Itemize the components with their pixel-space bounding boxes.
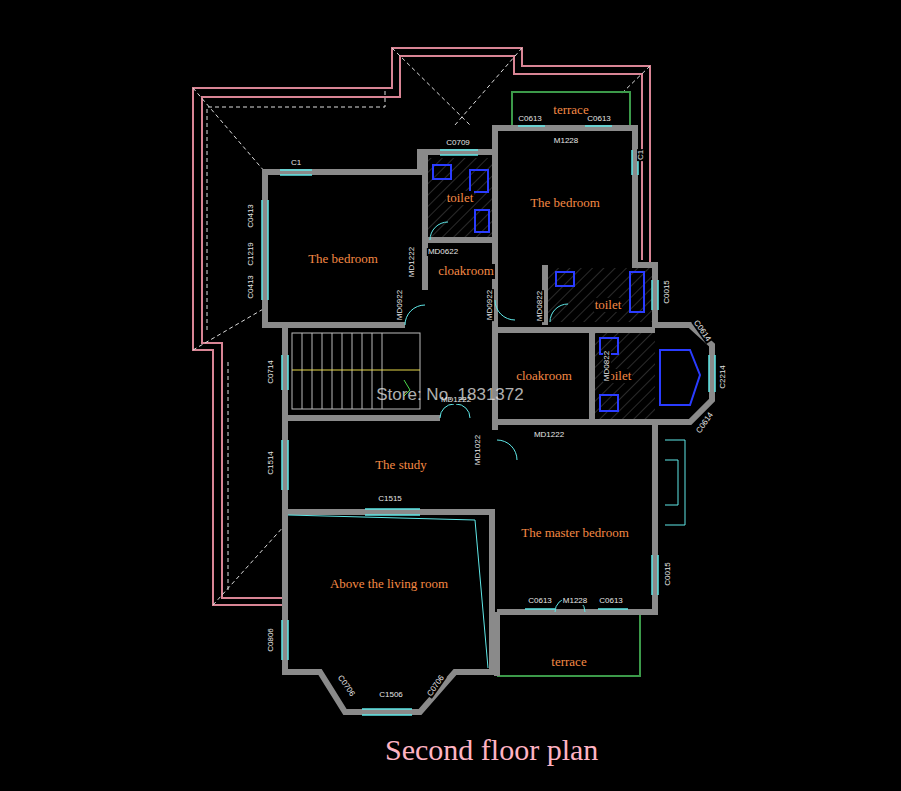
roof-outline <box>193 48 650 605</box>
opening-code: C1515 <box>377 495 403 503</box>
opening-code: C2214 <box>719 364 727 390</box>
room: toilet <box>548 268 652 322</box>
room: The master bedroom <box>498 425 652 609</box>
room-name: cloakroom <box>437 264 495 278</box>
opening-code: C0413 <box>247 274 255 300</box>
opening-code: C1506 <box>378 691 404 699</box>
roof-ridge <box>193 48 650 605</box>
room-name: toilet <box>446 191 475 205</box>
room-name: Above the living room <box>329 577 449 591</box>
opening-code: MD1222 <box>408 246 416 278</box>
opening-code: C0706 <box>335 673 356 699</box>
opening-code: C0015 <box>664 561 672 587</box>
room-name: terrace <box>550 655 587 669</box>
opening-code: MD0922 <box>486 289 494 321</box>
room: toilet <box>428 158 492 238</box>
room: cloakroom <box>498 333 590 419</box>
terrace-rail <box>497 92 640 676</box>
opening-code: C1 <box>290 159 302 167</box>
plan-title: Second floor plan <box>385 733 598 767</box>
opening-code: M1228 <box>562 597 588 605</box>
opening-code: MD0622 <box>427 248 459 256</box>
room: terrace <box>500 615 638 673</box>
opening-code: C1219 <box>247 241 255 267</box>
room: Above the living room <box>290 518 488 670</box>
opening-code: C0413 <box>247 203 255 229</box>
opening-code: C1514 <box>267 450 275 476</box>
fixtures <box>433 165 700 411</box>
opening-code: C0709 <box>445 139 471 147</box>
room-name: The bedroom <box>307 252 379 266</box>
opening-code: MD0922 <box>396 289 404 321</box>
opening-code: MD1022 <box>474 434 482 466</box>
opening-code: C0613 <box>598 597 624 605</box>
room-name: toilet <box>594 298 623 312</box>
opening-code: C0806 <box>267 627 275 653</box>
opening-code: C1 <box>637 149 645 161</box>
opening-code: MD1222 <box>533 431 565 439</box>
watermark: Store: No. 1831372 <box>376 385 523 405</box>
room-name: cloakroom <box>515 369 573 383</box>
opening-code: C0613 <box>586 115 612 123</box>
opening-code: C0613 <box>517 115 543 123</box>
walls <box>265 128 712 712</box>
opening-code: M1228 <box>553 137 579 145</box>
opening-code: C0714 <box>267 359 275 385</box>
doors <box>288 222 685 668</box>
opening-code: C0613 <box>527 597 553 605</box>
room-name: The study <box>374 458 428 472</box>
room-name: The bedroom <box>529 196 601 210</box>
windows <box>262 126 715 715</box>
room-name: The master bedroom <box>520 526 630 540</box>
opening-code: C0015 <box>663 279 671 305</box>
room-name: terrace <box>552 103 589 117</box>
room: The bedroom <box>498 131 632 263</box>
opening-code: MD0822 <box>536 290 544 322</box>
opening-code: MD0822 <box>603 350 611 382</box>
